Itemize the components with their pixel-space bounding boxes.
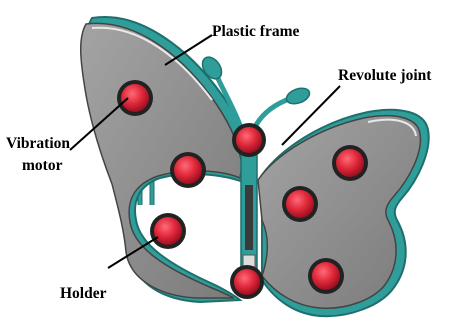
motor-right-1 [332,145,368,181]
label-holder: Holder [60,285,107,302]
label-plastic-frame: Plastic frame [212,23,299,40]
motor-right-2 [282,186,318,222]
label-vibration: Vibration [6,135,70,152]
motor-left-3 [150,213,186,249]
label-motor: motor [22,157,63,174]
motor-tail [230,265,264,299]
motor-right-3 [308,258,344,294]
butterfly-body [241,150,257,270]
motor-head [232,123,266,157]
motor-left-1 [117,80,153,116]
motor-left-2 [170,152,206,188]
label-revolute-joint: Revolute joint [338,67,432,84]
